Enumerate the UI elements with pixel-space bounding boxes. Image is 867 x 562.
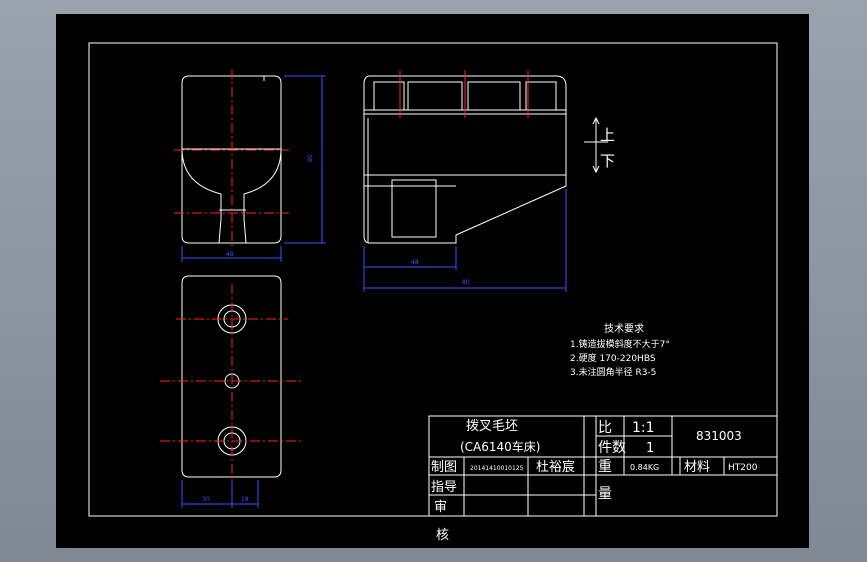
top-view [160,275,304,508]
tech-req-heading: 技术要求 [604,322,644,335]
ratio-value: 1:1 [632,420,655,436]
direction-up-label: 上 [600,126,615,144]
check-label: 核 [436,528,449,543]
dim-side-inner: 48 [411,259,419,266]
qty-label: 件数 [598,440,626,456]
direction-marker [584,116,608,174]
weight-label-2: 量 [598,486,612,502]
ratio-label: 比 [598,420,612,436]
drawing-number: 831003 [696,429,742,443]
tech-req-item-1: 1.铸造拔模斜度不大于7° [570,338,670,350]
material-label: 材料 [684,460,710,475]
weight-value: 0.84KG [630,463,659,472]
tech-req-item-2: 2.硬度 170-220HBS [570,352,656,364]
front-view [174,69,326,262]
drawing-canvas[interactable]: 80 48 48 80 上 下 [56,14,809,548]
cad-drawing: 80 48 48 80 上 下 [88,42,778,543]
tech-req-item-3: 3.未注圆角半径 R3-5 [570,366,656,378]
title-block-grid [428,415,778,517]
dim-front-width: 48 [226,251,234,258]
side-view [363,70,567,292]
dim-top-right: 18 [241,496,249,503]
review-label: 审 [434,500,447,515]
material-value: HT200 [728,463,758,473]
direction-down-label: 下 [600,152,615,170]
machine-name: (CA6140车床) [460,439,541,454]
drawn-id: 20141410010125 [470,465,524,472]
guide-label: 指导 [431,480,457,495]
qty-value: 1 [646,441,654,456]
drawn-label: 制图 [431,460,457,475]
dim-front-height: 80 [307,154,314,162]
drawn-name: 杜裕宸 [536,459,575,475]
dim-top-left: 30 [202,496,210,503]
part-name: 拨叉毛坯 [466,419,518,434]
dim-side-total: 80 [462,279,470,286]
weight-label: 重 [598,459,612,475]
